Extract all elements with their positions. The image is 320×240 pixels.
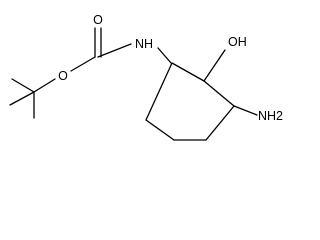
bond-tbu-to-ester-o: [33, 78, 56, 93]
carbamate-group: [70, 27, 172, 72]
ring-bond-c6-c1: [145, 62, 173, 121]
bond-ring-to-hydroxyl: [203, 49, 226, 82]
hydroxyl-label: OH: [228, 35, 247, 49]
ring-bond-c2-c3: [203, 80, 235, 107]
bond-nh-to-ring: [157, 47, 172, 64]
tert-butyl-group: [9, 78, 56, 119]
bond-tbu-methyl-lower: [9, 91, 35, 106]
bond-ring-to-amine: [233, 105, 258, 116]
ester-oxygen-label: O: [58, 69, 68, 83]
molecule-svg: O O NH OH NH2: [9, 13, 283, 141]
structure-diagram: O O NH OH NH2: [9, 13, 283, 141]
amide-nh-label: NH: [135, 37, 153, 51]
bond-ester-o-to-carbonyl: [70, 56, 96, 72]
bond-tbu-methyl-upper: [11, 78, 35, 93]
carbonyl-oxygen-label: O: [93, 13, 103, 27]
bond-carbonyl-to-nh: [97, 43, 132, 58]
ring-bond-c1-c2: [171, 62, 205, 82]
ring-bond-c3-c4: [205, 105, 235, 141]
ring-bond-c5-c6: [145, 119, 175, 141]
amine-label: NH2: [258, 109, 283, 123]
cyclohexane-ring: [145, 62, 235, 141]
